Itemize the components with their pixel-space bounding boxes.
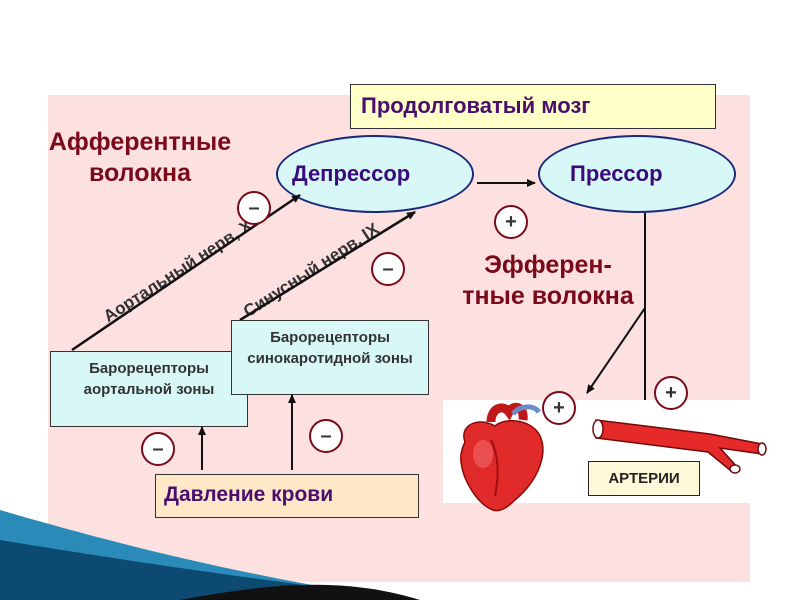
heart-image — [460, 402, 544, 512]
medulla-title-box: Продолговатый мозг — [350, 84, 716, 129]
efferent-fibers-label: Эфферен-тные волокна — [462, 251, 634, 310]
baroreceptors-aortic-box: Барорецепторы аортальной зоны — [50, 351, 248, 427]
plus-sign-arteries: + — [654, 376, 688, 410]
depressor-node: Депрессор — [276, 135, 474, 213]
arrow-sino-to-depressor — [239, 210, 416, 322]
minus-sign-aortic-nerve: – — [237, 191, 271, 225]
baroreceptors-sinocarotid-box: Барорецепторы синокаротидной зоны — [231, 320, 429, 395]
arteries-label: АРТЕРИИ — [588, 461, 700, 496]
afferent-fibers-label: Афферентные волокна — [48, 128, 232, 187]
arrow-to-heart — [586, 307, 646, 394]
minus-sign-aortic-pressure: – — [141, 432, 175, 466]
minus-sign-sinus-nerve: – — [371, 252, 405, 286]
pressor-node: Прессор — [538, 135, 736, 213]
artery-image — [592, 419, 767, 474]
minus-sign-sino-pressure: – — [309, 419, 343, 453]
plus-sign-pressor: + — [494, 205, 528, 239]
plus-sign-heart: + — [542, 391, 576, 425]
blood-pressure-box: Давление крови — [155, 474, 419, 518]
